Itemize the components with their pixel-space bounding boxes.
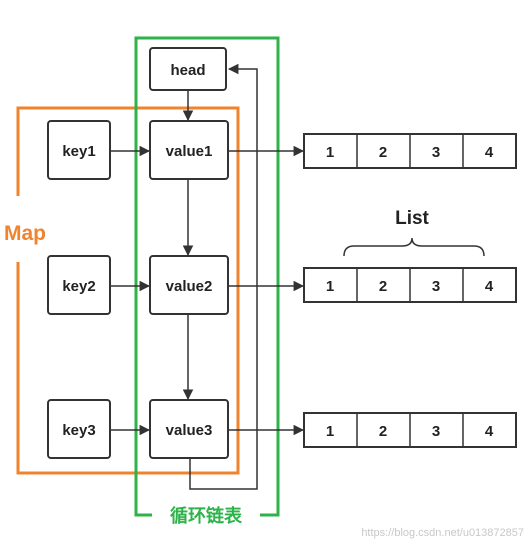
list-brace: [343, 237, 485, 257]
value-node-3: value3: [149, 399, 229, 459]
watermark: https://blog.csdn.net/u013872857: [361, 527, 524, 539]
map-frame: [16, 106, 240, 475]
list-3-cell-1: 1: [326, 423, 334, 440]
key-node-2: key2: [47, 255, 111, 315]
list-3-cell-2: 2: [379, 423, 387, 440]
list-2: 1 2 3 4: [303, 267, 517, 303]
list-2-cell-4: 4: [485, 278, 494, 295]
list-3-cell-3: 3: [432, 423, 440, 440]
value-label-3: value3: [166, 422, 213, 439]
list-1-cell-2: 2: [379, 144, 387, 161]
list-3: 1 2 3 4: [303, 412, 517, 448]
value-node-1: value1: [149, 120, 229, 180]
head-label: head: [170, 62, 205, 79]
key-node-1: key1: [47, 120, 111, 180]
list-1-cell-4: 4: [485, 144, 494, 161]
list-3-cell-4: 4: [485, 423, 494, 440]
arrow-value3-head-loop: [189, 63, 258, 490]
list-2-cell-2: 2: [379, 278, 387, 295]
value-label-2: value2: [166, 278, 213, 295]
value-label-1: value1: [166, 143, 213, 160]
value-node-2: value2: [149, 255, 229, 315]
ring-label-gap: [152, 505, 260, 525]
list-1-cell-1: 1: [326, 144, 334, 161]
key-label-1: key1: [62, 143, 95, 160]
list-1-cell-3: 3: [432, 144, 440, 161]
head-node: head: [149, 47, 227, 91]
list-1: 1 2 3 4: [303, 133, 517, 169]
list-2-cell-1: 1: [326, 278, 334, 295]
list-label: List: [395, 208, 429, 229]
key-node-3: key3: [47, 399, 111, 459]
map-label-gap: [8, 196, 28, 262]
list-2-cell-3: 3: [432, 278, 440, 295]
map-label: Map: [4, 222, 46, 245]
key-label-3: key3: [62, 422, 95, 439]
key-label-2: key2: [62, 278, 95, 295]
ring-label: 循环链表: [170, 505, 243, 527]
